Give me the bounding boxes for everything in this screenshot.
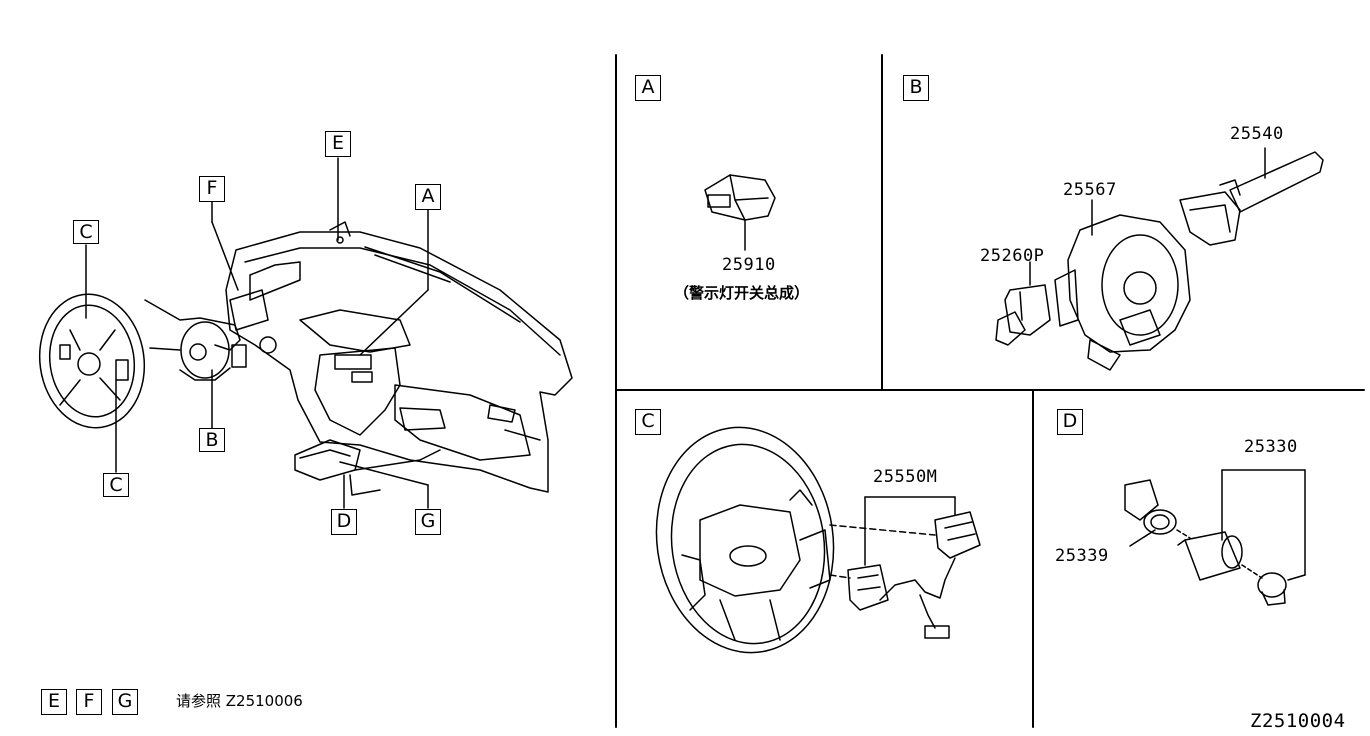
see-reference-text: 请参照 Z2510006 bbox=[176, 692, 303, 710]
overview-dashboard bbox=[225, 221, 573, 493]
switch-25260p-drawing bbox=[995, 284, 1051, 346]
diagram-code: Z2510004 bbox=[1250, 710, 1346, 732]
callout-d: D bbox=[331, 509, 357, 535]
panel-d-leaders bbox=[1129, 469, 1306, 581]
footer-ref-e: E bbox=[41, 689, 67, 715]
footer-ref-f: F bbox=[76, 689, 102, 715]
panel-c-label: C bbox=[635, 409, 661, 435]
steering-switch-left-drawing bbox=[847, 564, 889, 611]
overview-bracket bbox=[294, 439, 441, 496]
callout-b: B bbox=[199, 428, 225, 452]
part-number-25567: 25567 bbox=[1063, 180, 1117, 200]
panel-d-label: D bbox=[1057, 409, 1083, 435]
part-number-25550m: 25550M bbox=[873, 467, 938, 487]
callout-a: A bbox=[415, 184, 441, 210]
callout-f: F bbox=[199, 176, 225, 202]
wiring-harness-drawing bbox=[879, 557, 956, 639]
part-number-25910: 25910 bbox=[722, 255, 776, 275]
overview-steering-wheel bbox=[38, 293, 146, 429]
ignition-ring-drawing bbox=[1124, 479, 1177, 535]
footer-ref-g: G bbox=[112, 689, 138, 715]
overview-leaders bbox=[211, 157, 429, 509]
hazard-switch-drawing bbox=[704, 174, 776, 221]
steering-switch-right-drawing bbox=[934, 511, 981, 559]
part-number-25540: 25540 bbox=[1230, 124, 1284, 144]
callout-e: E bbox=[325, 131, 351, 157]
callout-c-lower: C bbox=[103, 473, 129, 497]
panel-b-label: B bbox=[903, 75, 929, 101]
cylinder-cap-drawing bbox=[1257, 572, 1287, 606]
spiral-cable-drawing bbox=[1054, 214, 1191, 371]
part-number-25339: 25339 bbox=[1055, 546, 1109, 566]
part-description: （警示灯开关总成） bbox=[674, 284, 810, 302]
key-cylinder-drawing bbox=[1177, 531, 1243, 581]
callout-g: G bbox=[415, 509, 441, 535]
panel-a-label: A bbox=[635, 75, 661, 101]
callout-c-upper: C bbox=[73, 220, 99, 244]
part-number-25330: 25330 bbox=[1244, 437, 1298, 457]
panel-dividers bbox=[615, 54, 1365, 728]
part-number-25260p: 25260P bbox=[980, 246, 1045, 266]
overview-combination-switch bbox=[144, 299, 247, 381]
steering-wheel-drawing bbox=[655, 426, 835, 654]
combination-switch-lever-drawing bbox=[1179, 151, 1324, 246]
panel-c-leaders bbox=[829, 496, 956, 579]
